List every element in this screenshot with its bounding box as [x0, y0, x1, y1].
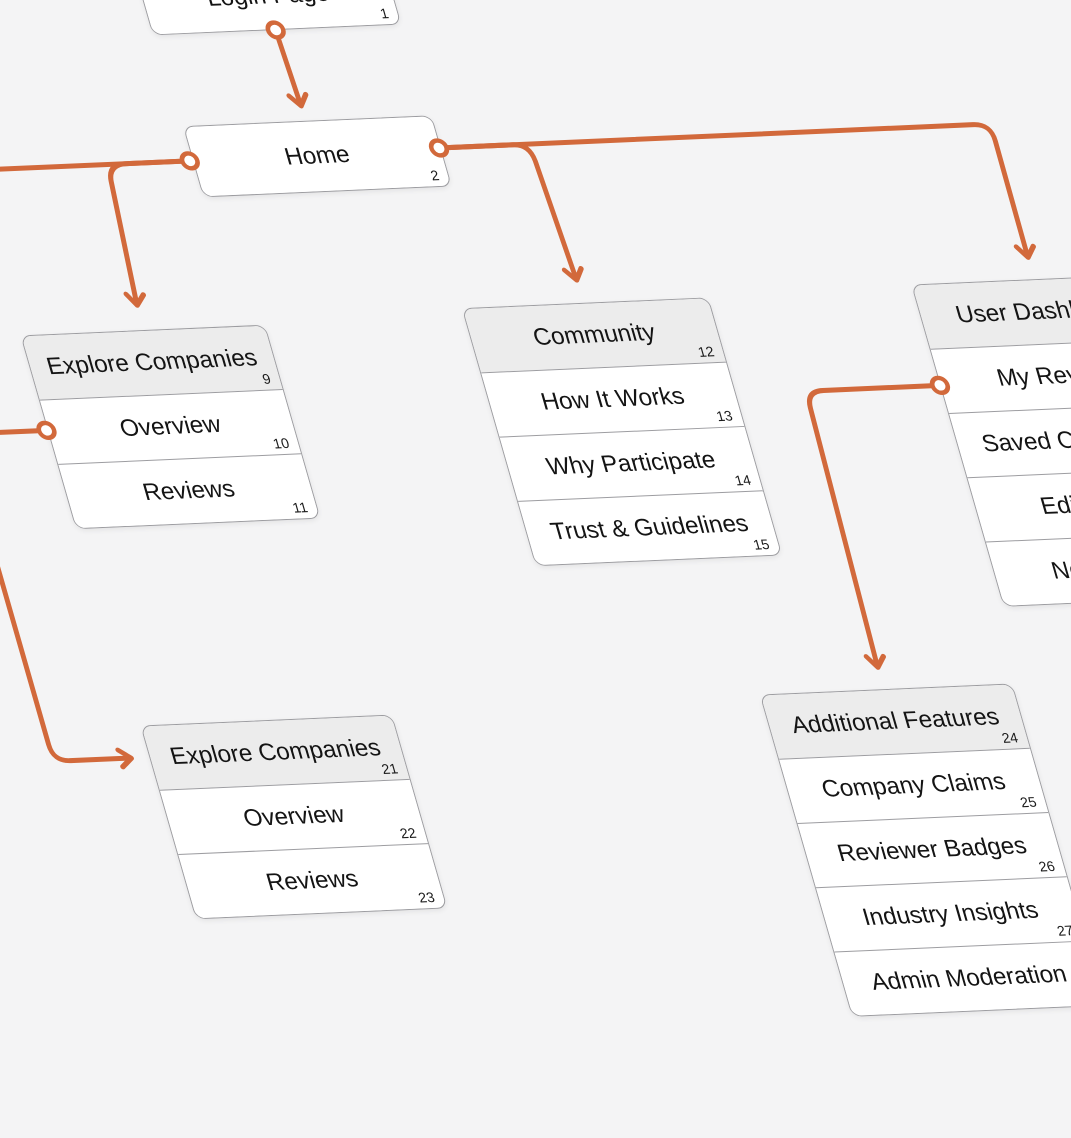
diagram-canvas[interactable]: Login Page 1 Home 2 Explore Companies 9 … — [0, 0, 1071, 1035]
node-row[interactable]: Reviews 23 — [178, 843, 447, 919]
node-row[interactable]: Admin Moderation — [834, 940, 1071, 1016]
row-label: Reviews — [139, 475, 238, 507]
node-explore-companies-bottom[interactable]: Explore Companies 21 Overview 22 Reviews… — [140, 714, 448, 920]
node-row[interactable]: My Reviews — [930, 338, 1071, 414]
row-label: Admin Moderation — [867, 960, 1070, 996]
row-label: Industry Insights — [859, 896, 1042, 932]
node-row[interactable]: Company Claims 25 — [778, 747, 1049, 824]
row-number: 27 — [1055, 922, 1071, 939]
row-label: Trust & Guidelines — [547, 510, 752, 546]
row-label: Notifications — [1048, 552, 1071, 585]
row-label: Reviewer Badges — [834, 832, 1030, 868]
node-header[interactable]: User Dashboard — [912, 274, 1071, 349]
node-number: 21 — [379, 760, 400, 777]
node-login-page[interactable]: Login Page 1 — [133, 0, 402, 36]
node-row[interactable]: Saved Companies — [948, 402, 1071, 478]
row-number: 10 — [270, 434, 292, 452]
node-title: Explore Companies — [43, 344, 261, 381]
node-title: Additional Features — [788, 703, 1003, 739]
node-number: 12 — [695, 343, 716, 360]
node-row[interactable]: Edit Profile — [967, 466, 1071, 542]
row-number: 15 — [751, 536, 772, 553]
node-row[interactable]: Overview 22 — [159, 778, 428, 855]
edge-login-to-home — [273, 29, 309, 109]
node-header[interactable]: Community 12 — [462, 298, 726, 373]
row-label: Reviews — [263, 865, 362, 897]
node-header[interactable]: Additional Features 24 — [760, 684, 1030, 759]
node-explore-companies-top[interactable]: Explore Companies 9 Overview 10 Reviews … — [20, 324, 321, 530]
node-community[interactable]: Community 12 How It Works 13 Why Partici… — [461, 297, 783, 567]
edge-offscreen-to-overview — [0, 428, 42, 438]
row-number: 13 — [714, 407, 735, 425]
node-row[interactable]: Why Participate 14 — [499, 425, 763, 501]
row-label: Edit Profile — [1037, 488, 1071, 520]
row-number: 14 — [732, 471, 753, 489]
node-home[interactable]: Home 2 — [182, 115, 453, 198]
node-row[interactable]: Reviews 11 — [58, 453, 320, 529]
node-header[interactable]: Explore Companies 21 — [141, 715, 410, 790]
node-user-dashboard[interactable]: User Dashboard My Reviews Saved Companie… — [911, 273, 1071, 607]
node-header[interactable]: Explore Companies 9 — [21, 325, 283, 400]
node-additional-features[interactable]: Additional Features 24 Company Claims 25… — [759, 683, 1071, 1017]
node-row[interactable]: Notifications — [985, 530, 1071, 606]
row-number: 23 — [416, 889, 437, 906]
node-number: 1 — [378, 5, 391, 22]
node-header[interactable]: Login Page 1 — [134, 0, 401, 35]
row-label: Overview — [116, 410, 225, 443]
node-number: 9 — [260, 370, 273, 387]
row-label: Company Claims — [818, 768, 1009, 803]
edge-home-to-user-dashboard — [436, 122, 1036, 260]
node-number: 24 — [999, 729, 1020, 746]
node-row[interactable]: Overview 10 — [39, 389, 301, 464]
node-row[interactable]: How It Works 13 — [481, 361, 745, 437]
node-title: Explore Companies — [166, 734, 384, 771]
node-row[interactable]: Trust & Guidelines 15 — [517, 490, 782, 566]
row-number: 26 — [1036, 857, 1057, 875]
node-header[interactable]: Home 2 — [184, 116, 451, 197]
node-row[interactable]: Reviewer Badges 26 — [797, 812, 1067, 888]
row-number: 25 — [1018, 793, 1039, 811]
node-number: 2 — [428, 167, 441, 184]
row-number: 22 — [397, 824, 419, 842]
row-number: 11 — [290, 499, 310, 516]
edge-home-to-community — [436, 142, 584, 283]
row-label: Why Participate — [543, 446, 719, 481]
node-row[interactable]: Industry Insights 27 — [815, 876, 1071, 952]
row-label: My Reviews — [993, 359, 1071, 392]
row-label: How It Works — [537, 382, 688, 416]
node-title: User Dashboard — [952, 294, 1071, 329]
node-title: Home — [281, 141, 354, 171]
row-label: Saved Companies — [978, 422, 1071, 458]
node-title: Login Page — [203, 0, 332, 13]
row-label: Overview — [240, 800, 348, 832]
node-title: Community — [529, 318, 659, 351]
